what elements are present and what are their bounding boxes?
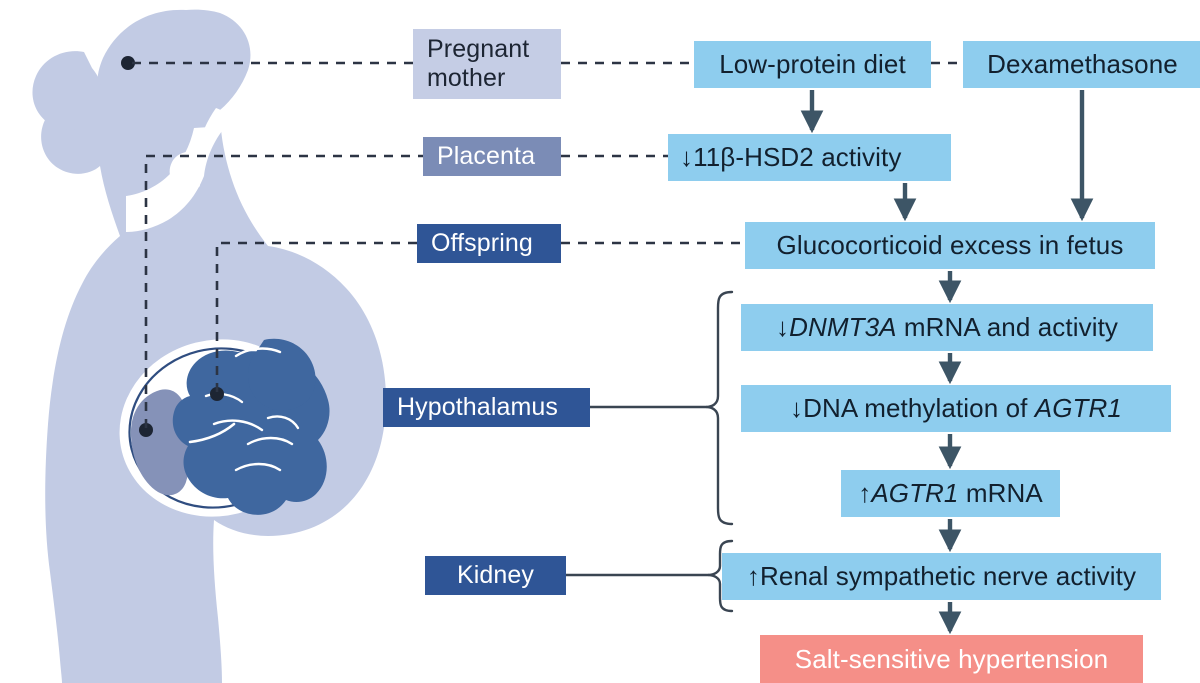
up-arrow-glyph: ↑: [858, 478, 872, 509]
stage-label-placenta-text: Placenta: [437, 142, 536, 170]
salt-sensitive-hypertension-text: Salt-sensitive hypertension: [794, 643, 1109, 674]
down-arrow-glyph: ↓: [680, 142, 694, 173]
down-arrow-glyph: ↓: [790, 393, 804, 424]
stage-label-kidney-text: Kidney: [456, 561, 535, 589]
flow-arrows: [800, 90, 1094, 635]
agtr1-mrna-text: ↑AGTR1 mRNA: [858, 478, 1043, 509]
pregnant-woman-silhouette: [32, 9, 386, 683]
renal-sympathetic-nerve-activity-text: ↑Renal sympathetic nerve activity: [746, 561, 1137, 592]
hsd2-activity-text: ↓11β-HSD2 activity: [680, 142, 902, 173]
pathway-box-low-protein-diet[interactable]: Low-protein diet: [694, 41, 931, 88]
glucocorticoid-excess-text: Glucocorticoid excess in fetus: [776, 230, 1124, 261]
stage-label-kidney[interactable]: Kidney: [425, 556, 566, 595]
stage-label-offspring[interactable]: Offspring: [417, 224, 561, 263]
dna-methylation-agtr1-text: ↓DNA methylation of AGTR1: [790, 393, 1122, 424]
umbilical-cord: [188, 422, 236, 444]
dexamethasone-text: Dexamethasone: [987, 49, 1178, 80]
stage-label-placenta[interactable]: Placenta: [423, 137, 561, 176]
fetus-outline-strokes: [204, 347, 300, 472]
stage-label-hypothalamus[interactable]: Hypothalamus: [383, 388, 590, 427]
placenta-marker-dot: [139, 423, 153, 437]
dnmt3a-mrna-text: ↓DNMT3A mRNA and activity: [775, 312, 1119, 343]
gene-name-agtr1: AGTR1: [1034, 393, 1122, 424]
neck-shadow-cut: [126, 126, 226, 232]
pathway-box-agtr1-mrna[interactable]: ↑AGTR1 mRNA: [841, 470, 1060, 517]
up-arrow-glyph: ↑: [746, 561, 761, 592]
pathway-box-dnmt3a-mrna[interactable]: ↓DNMT3A mRNA and activity: [741, 304, 1153, 351]
gene-name-agtr1: AGTR1: [871, 478, 959, 509]
pathway-box-dna-methylation-agtr1[interactable]: ↓DNA methylation of AGTR1: [741, 385, 1171, 432]
gene-name-dnmt3a: DNMT3A: [789, 312, 897, 343]
pathway-box-renal-sympathetic-nerve-activity[interactable]: ↑Renal sympathetic nerve activity: [722, 553, 1161, 600]
low-protein-diet-text: Low-protein diet: [719, 49, 906, 80]
fetus-head-limb-detail: [247, 338, 316, 411]
pathway-box-hsd2-activity[interactable]: ↓11β-HSD2 activity: [668, 134, 951, 181]
mother-marker-dot: [121, 56, 135, 70]
fetus-marker-dot: [210, 387, 224, 401]
down-arrow-glyph: ↓: [775, 312, 790, 343]
group-brackets: [564, 290, 734, 613]
dashed-connectors: [132, 61, 963, 428]
pathway-box-glucocorticoid-excess[interactable]: Glucocorticoid excess in fetus: [745, 222, 1155, 269]
stage-label-offspring-text: Offspring: [431, 229, 533, 257]
outcome-box-salt-sensitive-hypertension[interactable]: Salt-sensitive hypertension: [760, 635, 1143, 683]
dash-placenta-to-label: [144, 154, 423, 428]
stage-label-hypothalamus-text: Hypothalamus: [397, 393, 559, 421]
pathway-box-dexamethasone[interactable]: Dexamethasone: [963, 41, 1200, 88]
hypothalamus-bracket: [705, 290, 734, 526]
hair-bun: [32, 51, 103, 130]
